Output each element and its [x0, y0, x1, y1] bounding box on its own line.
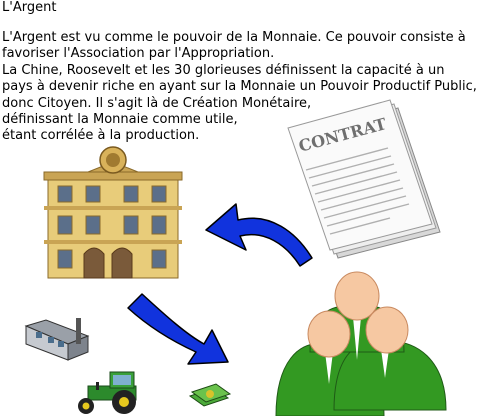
paragraph-line: L'Argent est vu comme le pouvoir de la M… [2, 30, 466, 45]
bank-building-icon [43, 146, 183, 279]
arrow-down-right-icon [127, 293, 229, 365]
people-group-icon [275, 271, 447, 416]
factory-icon [24, 318, 90, 361]
intro-paragraph: L'Argent est vu comme le pouvoir de la M… [2, 30, 477, 145]
paragraph-line: étant corrélée à la production. [2, 128, 200, 144]
paragraph-line: La Chine, Roosevelt et les 30 glorieuses… [2, 62, 445, 78]
contract-document-icon: CONTRAT [287, 99, 441, 259]
paragraph-line: favoriser l'Association par l'Appropriat… [2, 46, 275, 62]
arrow-up-left-icon [205, 203, 313, 267]
tractor-icon [78, 371, 137, 414]
paragraph-line: définissant la Monnaie comme utile, [2, 112, 238, 128]
money-icon [188, 383, 232, 407]
paragraph-line: pays à devenir riche en ayant sur la Mon… [2, 79, 477, 95]
paragraph-line: donc Citoyen. Il s'agit là de Création M… [2, 95, 312, 111]
page-title: L'Argent [2, 0, 57, 15]
